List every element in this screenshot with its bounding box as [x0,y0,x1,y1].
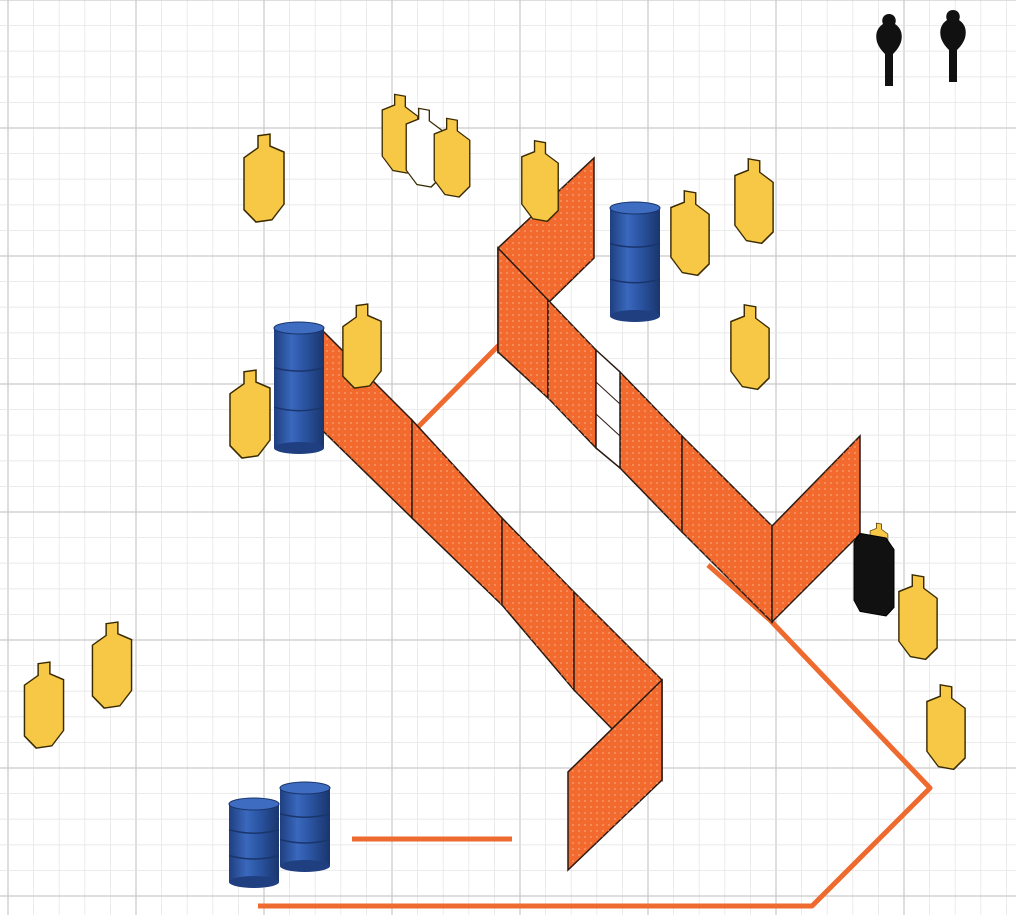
wall-right-long [497,156,861,624]
fault-lines [258,343,933,909]
wall-panel [502,518,574,690]
wall-port [595,348,621,470]
barrel [609,201,661,322]
barrel [228,797,280,888]
paper-target [91,619,133,711]
wall-panel [498,248,548,398]
paper-target [243,131,285,225]
paper-target [670,187,710,279]
wall-panel [568,680,662,870]
wall-panel [772,436,860,622]
popper-icon [940,10,966,82]
fault-line [258,563,933,909]
barrel [279,781,331,872]
popper-icon [876,14,902,86]
wall-panel [620,372,682,532]
steel-target [853,532,895,617]
barrel [273,321,325,454]
wall-left-long [321,328,663,872]
paper-target [898,571,938,663]
fault-line [415,343,501,430]
paper-target [730,301,770,393]
paper-target [342,301,382,391]
paper-target [734,155,774,247]
wall-panel [412,420,502,605]
legend [876,10,966,86]
wall-panel [682,436,772,622]
paper-target [23,659,65,751]
paper-target [926,681,966,773]
wall-panel [548,300,596,448]
barrels [228,201,661,888]
targets [23,91,966,773]
paper-target [521,137,559,225]
walls [321,156,861,872]
